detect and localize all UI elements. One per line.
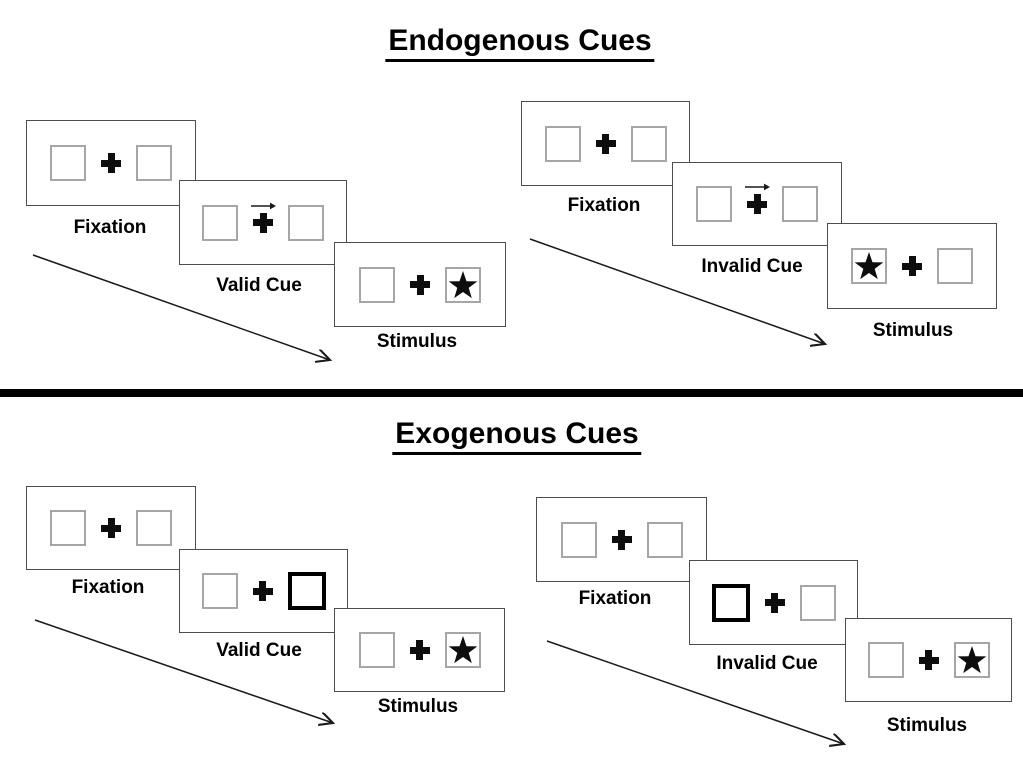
fixation-cross-icon [747, 194, 767, 214]
right-location-box [444, 632, 481, 668]
invalid-cue-panel [689, 560, 858, 645]
fixation-cross-icon [764, 592, 785, 613]
target-star-icon [448, 270, 478, 298]
step-label-stimulus: Stimulus [376, 331, 458, 352]
right-location-box [136, 145, 172, 181]
fixation-cross-icon [918, 650, 939, 670]
fixation-cross-icon [101, 153, 121, 173]
left-location-box-cue-highlight [711, 583, 750, 622]
fixation-panel [26, 486, 196, 570]
section-divider [0, 389, 1023, 397]
left-location-box [359, 266, 395, 303]
stimulus-panel [827, 223, 997, 309]
cue-arrow-icon [745, 183, 770, 191]
invalid-cue-panel [672, 162, 842, 246]
fixation-cross-icon [595, 133, 616, 154]
step-label-fixation: Fixation [578, 588, 652, 609]
exogenous-section-title: Exogenous Cues [392, 418, 642, 455]
target-star-icon [854, 252, 884, 280]
right-location-box [136, 510, 172, 546]
fixation-panel [536, 497, 707, 582]
left-location-box [50, 145, 86, 181]
right-location-box [445, 266, 481, 303]
left-location-box [50, 510, 86, 546]
left-location-box [867, 642, 904, 678]
step-label-fixation: Fixation [73, 217, 147, 238]
fixation-cross-icon [611, 529, 632, 550]
left-location-box [202, 204, 238, 241]
endogenous-section-title: Endogenous Cues [385, 25, 655, 62]
stimulus-panel [334, 608, 505, 692]
right-location-box [630, 125, 667, 162]
stimulus-panel [334, 242, 506, 327]
left-location-box [201, 573, 238, 609]
right-location-box-cue-highlight [287, 572, 326, 610]
step-label-valid-cue: Valid Cue [216, 275, 302, 296]
fixation-panel [521, 101, 690, 186]
sequence-arrow [32, 254, 338, 368]
left-location-box [544, 125, 581, 162]
target-star-icon [957, 646, 986, 674]
step-label-fixation: Fixation [567, 195, 641, 216]
fixation-cross-icon [902, 256, 922, 276]
stimulus-panel [845, 618, 1012, 702]
right-location-box [953, 642, 990, 678]
step-label-stimulus: Stimulus [377, 696, 459, 717]
fixation-panel [26, 120, 196, 206]
fixation-cross-icon [101, 518, 121, 538]
right-location-box [646, 521, 683, 558]
sequence-arrow [34, 619, 343, 731]
step-label-valid-cue: Valid Cue [216, 640, 302, 661]
step-label-fixation: Fixation [71, 577, 145, 598]
step-label-stimulus: Stimulus [886, 715, 968, 736]
step-label-invalid-cue: Invalid Cue [701, 256, 803, 277]
sequence-arrow [529, 238, 835, 354]
valid-cue-panel [179, 549, 348, 633]
right-location-box [937, 248, 973, 284]
right-location-box [799, 584, 836, 621]
left-location-box [358, 632, 395, 668]
right-location-box [288, 204, 324, 241]
fixation-cross-icon [409, 640, 430, 660]
right-location-box [782, 186, 818, 222]
valid-cue-panel [179, 180, 347, 265]
left-location-box [560, 521, 597, 558]
target-star-icon [448, 636, 477, 664]
cue-arrow-icon [251, 202, 276, 209]
left-location-box [851, 248, 887, 284]
left-location-box [696, 186, 732, 222]
fixation-cross-icon [253, 212, 273, 233]
fixation-cross-icon [410, 274, 430, 295]
fixation-cross-icon [252, 581, 273, 601]
step-label-invalid-cue: Invalid Cue [716, 653, 818, 674]
step-label-stimulus: Stimulus [872, 320, 954, 341]
sequence-arrow [546, 640, 854, 752]
